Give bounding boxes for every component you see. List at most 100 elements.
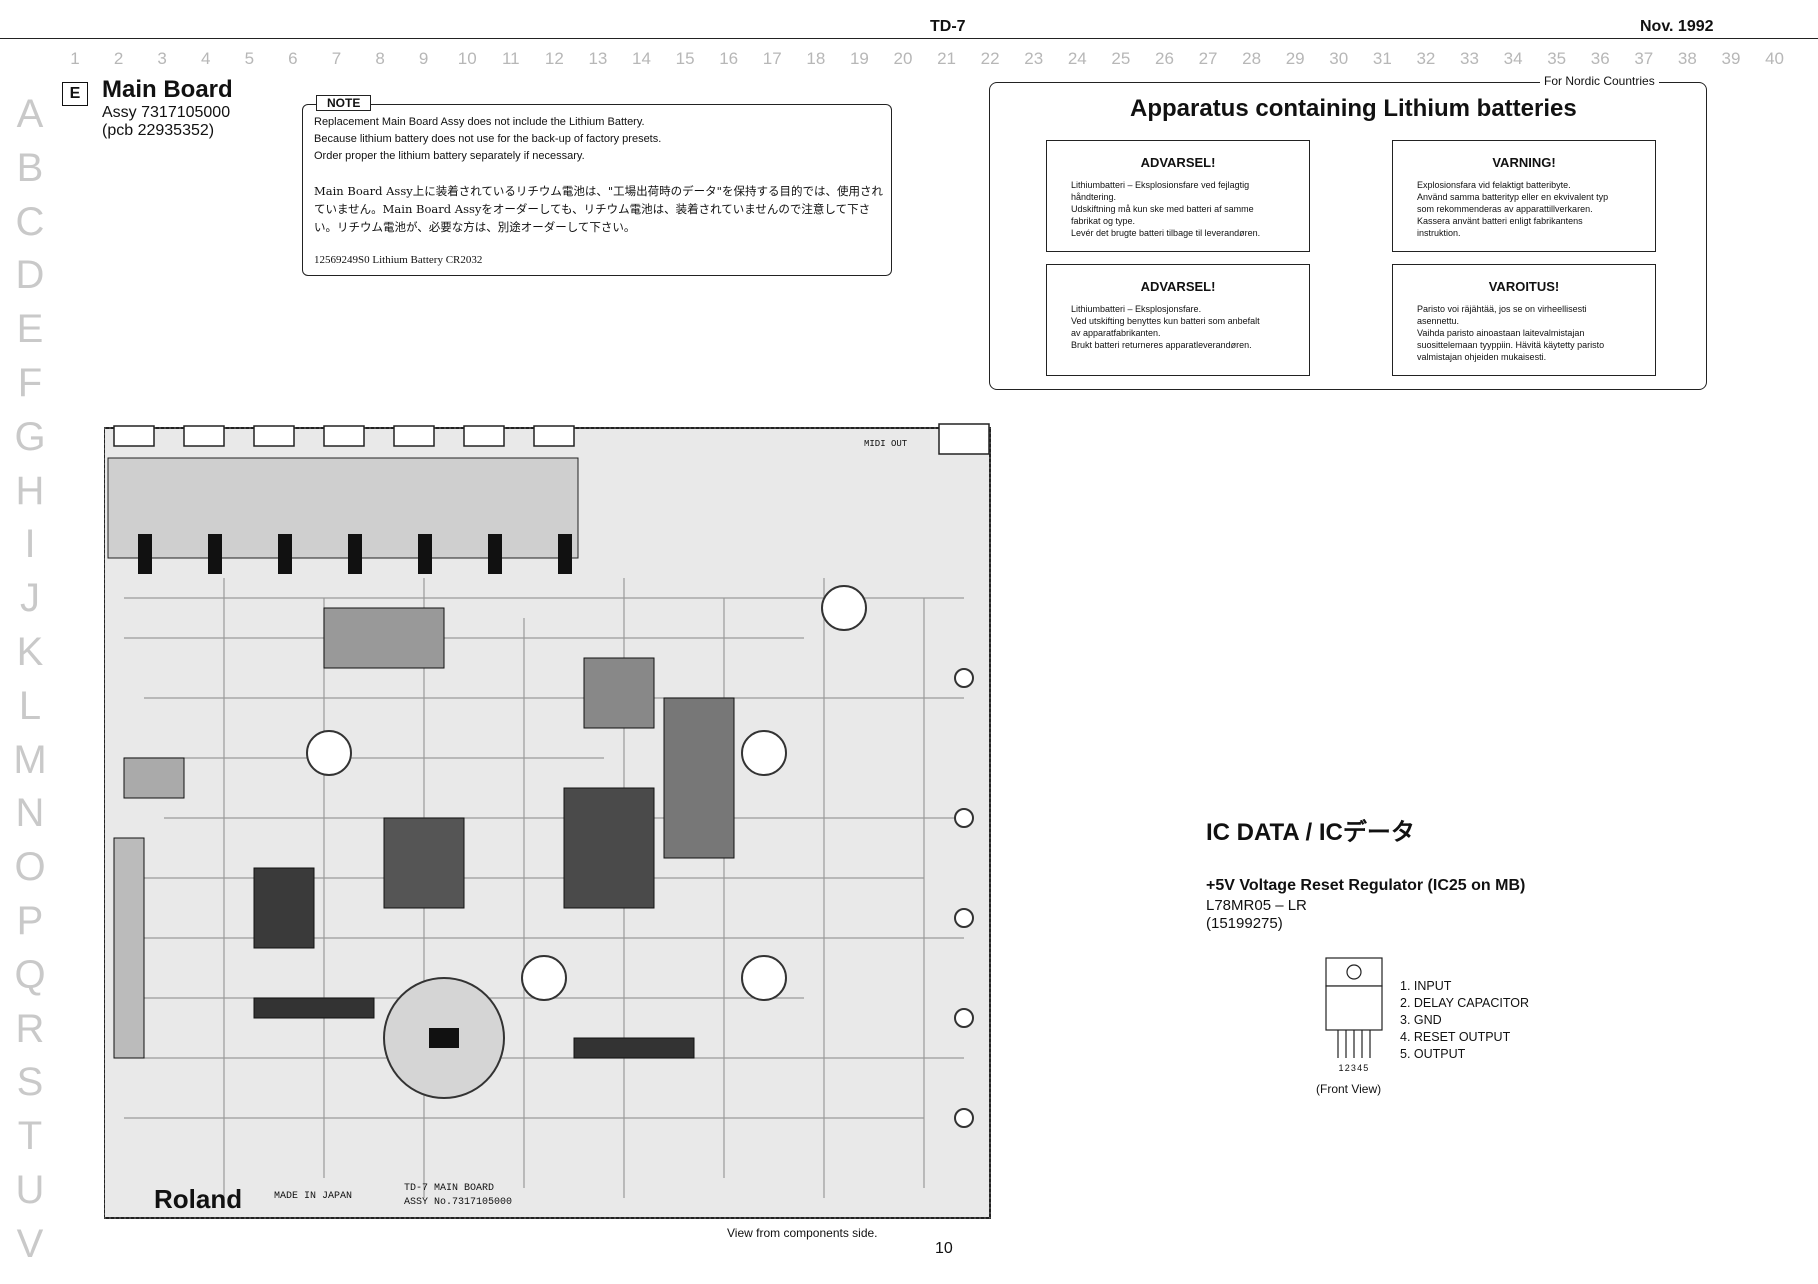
lithium-title: Apparatus containing Lithium batteries <box>1130 95 1577 122</box>
warning-line: suosittelemaan tyyppiin. Hävitä käytetty… <box>1417 340 1605 350</box>
row-letter: E <box>16 307 44 352</box>
warning-line: Kassera använt batteri enligt fabrikante… <box>1417 216 1583 226</box>
column-number: 39 <box>1721 49 1741 68</box>
section-letter: E <box>62 82 88 106</box>
row-letter: Q <box>14 952 46 997</box>
ic-data-title: IC DATA / ICデータ <box>1206 819 1415 846</box>
ic-part-number: L78MR05 – LR <box>1206 897 1307 914</box>
column-number: 36 <box>1590 49 1610 68</box>
column-number: 33 <box>1460 49 1479 68</box>
warning-body: Paristo voi räjähtää, jos se on virheell… <box>1417 303 1637 363</box>
warning-line: av apparatfabrikanten. <box>1071 328 1161 338</box>
warning-line: Brukt batteri returneres apparatleverand… <box>1071 340 1252 350</box>
section-pcb: (pcb 22935352) <box>102 122 215 139</box>
note-line: Order proper the lithium battery separat… <box>314 150 585 162</box>
row-letter: I <box>24 522 36 567</box>
note-box <box>302 104 892 276</box>
column-number: 31 <box>1372 49 1392 68</box>
column-number: 9 <box>418 49 429 68</box>
warning-line: Vaihda paristo ainoastaan laitevalmistaj… <box>1417 328 1585 338</box>
column-number: 37 <box>1634 49 1654 68</box>
column-number: 15 <box>675 49 695 68</box>
note-line: Replacement Main Board Assy does not inc… <box>314 116 645 128</box>
row-letter: U <box>15 1167 45 1212</box>
column-number: 16 <box>719 49 739 68</box>
column-number: 29 <box>1285 49 1305 68</box>
column-number: 21 <box>937 49 957 68</box>
column-number: 13 <box>588 49 608 68</box>
row-letter: V <box>16 1221 44 1266</box>
ic-pin: 1. INPUT <box>1400 979 1452 993</box>
column-number: 19 <box>849 49 869 68</box>
row-letter: J <box>20 576 40 621</box>
warning-title: VAROITUS! <box>1488 279 1560 294</box>
warning-line: Explosionsfara vid felaktigt batteribyte… <box>1417 180 1571 190</box>
column-number: 12 <box>544 49 564 68</box>
row-letter: B <box>16 145 44 190</box>
warning-body: Lithiumbatteri – Eksplosionsfare ved fej… <box>1071 179 1291 239</box>
row-letter: N <box>15 791 45 836</box>
warning-line: Lithiumbatteri – Eksplosjonsfare. <box>1071 304 1202 314</box>
warning-title: ADVARSEL! <box>1140 155 1216 170</box>
warning-line: håndtering. <box>1071 192 1117 202</box>
column-number: 27 <box>1198 49 1218 68</box>
column-number: 24 <box>1067 49 1087 68</box>
warning-line: fabrikat og type. <box>1071 216 1136 226</box>
ic-code: (15199275) <box>1206 915 1283 932</box>
column-number: 5 <box>244 49 255 68</box>
pcb-caption: View from components side. <box>727 1226 878 1240</box>
warning-line: valmistajan ohjeiden mukaisesti. <box>1417 352 1547 362</box>
column-number: 4 <box>201 49 211 68</box>
column-number: 26 <box>1154 49 1174 68</box>
warning-line: Ved utskifting benyttes kun batteri som … <box>1071 316 1260 326</box>
warning-panel: VARNING! Explosionsfara vid felaktigt ba… <box>1392 140 1656 252</box>
warning-line: Levér det brugte batteri tilbage til lev… <box>1071 228 1261 238</box>
row-letter: P <box>16 898 44 943</box>
row-letter: S <box>16 1060 44 1105</box>
header-rule <box>0 38 1818 39</box>
column-number: 10 <box>457 49 477 68</box>
ic-pin: 5. OUTPUT <box>1400 1047 1466 1061</box>
warning-line: asennettu. <box>1417 316 1460 326</box>
warning-body: Explosionsfara vid felaktigt batteribyte… <box>1417 179 1637 239</box>
page-number: 10 <box>935 1240 953 1257</box>
warning-panel: ADVARSEL! Lithiumbatteri – Eksplosjonsfa… <box>1046 264 1310 376</box>
note-part: 12569249S0 Lithium Battery CR2032 <box>314 254 483 266</box>
row-letter: D <box>15 253 45 298</box>
ic-pin: 4. RESET OUTPUT <box>1400 1030 1511 1044</box>
header-model: TD-7 <box>930 18 966 35</box>
row-letter: K <box>16 629 44 674</box>
note-japanese: Main Board Assy上に装着されているリチウム電池は、"工場出荷時のデ… <box>314 184 883 234</box>
main-board-pcb-image: Roland MADE IN JAPAN TD-7 MAIN BOARD ASS… <box>104 423 991 1219</box>
warning-panel: VAROITUS! Paristo voi räjähtää, jos se o… <box>1392 264 1656 376</box>
lithium-corner-label: For Nordic Countries <box>1540 74 1659 88</box>
warning-line: Använd samma batterityp eller en ekvival… <box>1417 192 1609 202</box>
column-number: 11 <box>501 49 520 68</box>
warning-line: instruktion. <box>1417 228 1461 238</box>
column-number: 17 <box>762 49 782 68</box>
column-number: 35 <box>1547 49 1567 68</box>
ic-pin: 2. DELAY CAPACITOR <box>1400 996 1529 1010</box>
header-date: Nov. 1992 <box>1640 18 1714 35</box>
ic-subtitle: +5V Voltage Reset Regulator (IC25 on MB) <box>1206 877 1526 894</box>
note-tag: NOTE <box>316 95 372 111</box>
row-letter: H <box>15 468 45 513</box>
ic-pin-list: 1. INPUT 2. DELAY CAPACITOR 3. GND 4. RE… <box>1400 978 1529 1063</box>
pcb-assy-label: ASSY No.7317105000 <box>404 1197 512 1208</box>
column-number: 1 <box>70 49 80 68</box>
column-number: 18 <box>806 49 826 68</box>
column-number: 22 <box>980 49 1000 68</box>
column-number: 40 <box>1765 49 1784 68</box>
column-number: 25 <box>1111 49 1131 68</box>
lithium-warning-box <box>989 82 1707 390</box>
section-assy: Assy 7317105000 <box>102 104 231 121</box>
warning-line: som rekommenderas av apparattillverkaren… <box>1417 204 1593 214</box>
column-number: 8 <box>375 49 385 68</box>
row-letter: C <box>15 199 45 244</box>
column-number: 2 <box>113 49 124 68</box>
ic-package-diagram: 12345 <box>1325 957 1383 1073</box>
row-letter: T <box>17 1114 43 1159</box>
column-number: 34 <box>1503 49 1523 68</box>
warning-title: VARNING! <box>1492 155 1556 170</box>
pcb-brand: Roland <box>154 1184 242 1214</box>
